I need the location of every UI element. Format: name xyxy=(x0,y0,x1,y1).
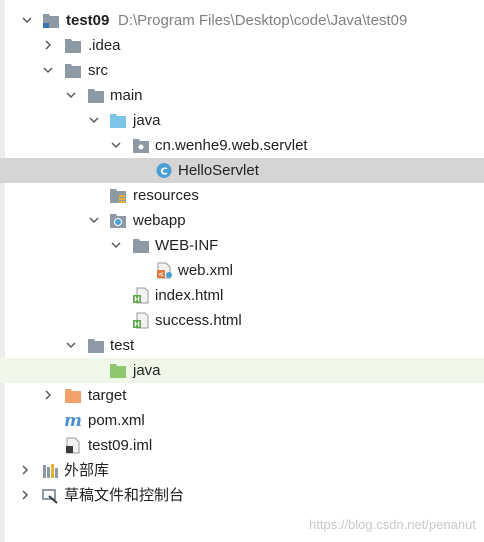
class-icon: C xyxy=(156,163,172,178)
tree-row-scratches[interactable]: 草稿文件和控制台 xyxy=(0,483,484,508)
package-icon xyxy=(133,139,149,153)
tree-row-test-java[interactable]: java xyxy=(0,358,484,383)
tree-label: pom.xml xyxy=(88,412,145,429)
tree-row-resources[interactable]: resources xyxy=(0,183,484,208)
tree-row-webapp[interactable]: webapp xyxy=(0,208,484,233)
folder-icon xyxy=(88,89,104,103)
chevron-down-icon[interactable] xyxy=(21,14,33,26)
iml-file-icon xyxy=(66,437,80,454)
folder-icon xyxy=(65,39,81,53)
tree-label: main xyxy=(110,87,143,104)
tree-label: cn.wenhe9.web.servlet xyxy=(155,137,308,154)
tree-row-external-libraries[interactable]: 外部库 xyxy=(0,458,484,483)
maven-icon: m xyxy=(64,412,82,429)
chevron-down-icon[interactable] xyxy=(42,64,54,76)
tree-label: java xyxy=(133,362,161,379)
folder-icon xyxy=(65,64,81,78)
tree-row-hello-servlet[interactable]: C HelloServlet xyxy=(0,158,484,183)
library-icon xyxy=(43,464,58,478)
panel-edge xyxy=(0,0,5,542)
tree-row-iml[interactable]: test09.iml xyxy=(0,433,484,458)
tree-label: index.html xyxy=(155,287,224,304)
tree-row-pom-xml[interactable]: m pom.xml xyxy=(0,408,484,433)
folder-icon xyxy=(133,239,149,253)
watermark: https://blog.csdn.net/penanut xyxy=(309,517,476,532)
web-folder-icon xyxy=(110,214,126,228)
chevron-down-icon[interactable] xyxy=(88,214,100,226)
tree-row-success-html[interactable]: H success.html xyxy=(0,308,484,333)
tree-label: success.html xyxy=(155,312,242,329)
tree-label: 草稿文件和控制台 xyxy=(64,487,185,504)
source-folder-icon xyxy=(110,114,126,128)
tree-row-web-xml[interactable]: < web.xml xyxy=(0,258,484,283)
excluded-folder-icon xyxy=(65,389,81,403)
test-source-folder-icon xyxy=(110,364,126,378)
resources-folder-icon xyxy=(110,189,126,203)
tree-row-main[interactable]: main xyxy=(0,83,484,108)
tree-row-java[interactable]: java xyxy=(0,108,484,133)
project-name: test09 xyxy=(66,12,110,29)
chevron-down-icon[interactable] xyxy=(110,139,122,151)
tree-row-index-html[interactable]: H index.html xyxy=(0,283,484,308)
tree-row-package[interactable]: cn.wenhe9.web.servlet xyxy=(0,133,484,158)
tree-row-idea[interactable]: .idea xyxy=(0,33,484,58)
project-path: D:\Program Files\Desktop\code\Java\test0… xyxy=(118,12,408,29)
tree-label: java xyxy=(133,112,161,129)
chevron-right-icon[interactable] xyxy=(19,464,31,476)
xml-file-icon: < xyxy=(157,262,172,279)
chevron-right-icon[interactable] xyxy=(42,39,54,51)
chevron-down-icon[interactable] xyxy=(110,239,122,251)
tree-row-web-inf[interactable]: WEB-INF xyxy=(0,233,484,258)
chevron-down-icon[interactable] xyxy=(65,339,77,351)
tree-label: webapp xyxy=(133,212,186,229)
tree-label: WEB-INF xyxy=(155,237,219,254)
html-file-icon: H xyxy=(133,312,149,329)
tree-label: test09.iml xyxy=(88,437,153,454)
chevron-right-icon[interactable] xyxy=(42,389,54,401)
tree-label: 外部库 xyxy=(64,462,110,479)
tree-row-src[interactable]: src xyxy=(0,58,484,83)
tree-label: test xyxy=(110,337,135,354)
svg-text:H: H xyxy=(134,321,140,329)
svg-text:<: < xyxy=(158,271,164,279)
svg-text:m: m xyxy=(64,412,82,429)
folder-icon xyxy=(88,339,104,353)
tree-row-target[interactable]: target xyxy=(0,383,484,408)
svg-text:C: C xyxy=(160,167,167,178)
html-file-icon: H xyxy=(133,287,149,304)
scratches-icon xyxy=(42,489,58,504)
tree-label: web.xml xyxy=(178,262,234,279)
module-folder-icon xyxy=(43,14,59,28)
tree-label: .idea xyxy=(88,37,121,54)
chevron-right-icon[interactable] xyxy=(19,489,31,501)
chevron-down-icon[interactable] xyxy=(88,114,100,126)
svg-text:H: H xyxy=(134,296,140,304)
tree-label: target xyxy=(88,387,127,404)
tree-label: src xyxy=(88,62,108,79)
tree-label: HelloServlet xyxy=(178,162,259,179)
tree-row-project-root[interactable]: test09 D:\Program Files\Desktop\code\Jav… xyxy=(0,8,484,33)
tree-row-test[interactable]: test xyxy=(0,333,484,358)
tree-label: resources xyxy=(133,187,199,204)
chevron-down-icon[interactable] xyxy=(65,89,77,101)
